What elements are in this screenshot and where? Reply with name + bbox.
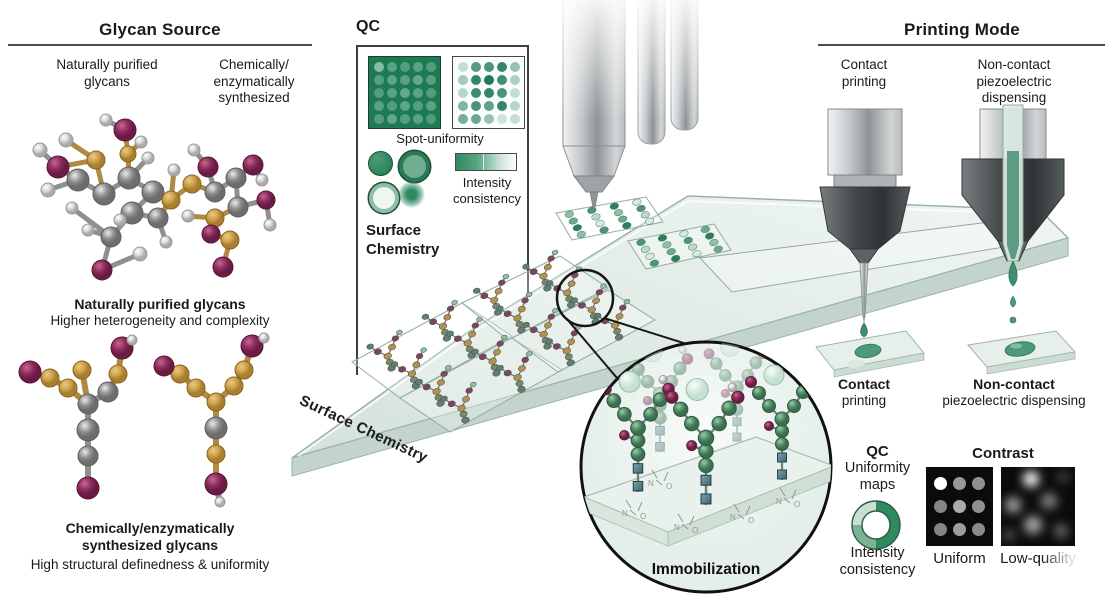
surface-chemistry-heading: Surface Chemistry — [366, 222, 440, 258]
noncontact-target-slide — [967, 330, 1076, 375]
natural-glycan-molecule-illustration — [32, 113, 277, 281]
contact-printing-label: Contact printing — [840, 57, 888, 89]
qc-box-left-border — [356, 45, 358, 375]
natural-glycans-label: Naturally purified glycans — [56, 57, 158, 89]
synthetic-caption-title: Chemically/enzymatically synthesized gly… — [65, 520, 235, 553]
diffuse-spot-icon — [398, 181, 425, 208]
natural-caption-sub: Higher heterogeneity and complexity — [50, 313, 270, 328]
printed-spot — [854, 343, 882, 359]
contact-droplet — [860, 322, 868, 338]
low-quality-label: Low-quality — [1000, 550, 1076, 567]
synthetic-caption-sub: High structural definedness & uniformity — [30, 557, 270, 572]
immobilization-inset-content: N O N O N O N O N O — [582, 342, 831, 547]
svg-text:N: N — [648, 479, 654, 488]
svg-text:N: N — [730, 513, 736, 522]
gradient-tick — [483, 154, 484, 170]
qc-output-title: QC — [866, 443, 889, 460]
svg-text:O: O — [794, 500, 800, 509]
printing-devices-illustration — [815, 104, 1076, 378]
hollow-spot-icon — [369, 183, 399, 213]
svg-text:O: O — [748, 516, 754, 525]
intensity-consistency-label: Intensity consistency — [453, 175, 521, 206]
printing-mode-title: Printing Mode — [904, 20, 1020, 39]
contact-target-slide — [815, 330, 925, 378]
uniformity-donut-icon — [851, 500, 901, 550]
uniformity-maps-label: Uniformity maps — [844, 460, 911, 493]
array-panels — [351, 196, 1024, 433]
piezo-dispenser — [961, 104, 1065, 324]
glycan-source-divider — [8, 44, 312, 46]
natural-caption-title: Naturally purified glycans — [74, 296, 246, 312]
magnifier-source-circle — [555, 268, 615, 328]
svg-text:N: N — [674, 523, 680, 532]
uniform-spot-icon — [368, 151, 393, 176]
synthetic-glycans-label: Chemically/ enzymatically synthesized — [213, 57, 295, 105]
svg-text:O: O — [666, 482, 672, 491]
magnifier-callout: N O N O N O N O N O Immobilization — [555, 268, 833, 594]
spot-grid-dark — [368, 56, 441, 129]
intensity-consistency-output-label: Intensity consistency — [839, 545, 916, 578]
glycan-source-title: Glycan Source — [99, 20, 221, 39]
noncontact-printing-label: Non-contact piezoelectric dispensing — [976, 57, 1052, 105]
contact-printer-pin — [819, 108, 911, 338]
intensity-gradient-bar — [455, 153, 517, 171]
ring-spot-icon — [399, 151, 430, 182]
spot-grid-light — [452, 56, 525, 129]
qc-box-top-border — [356, 45, 527, 47]
printing-mode-divider — [818, 44, 1105, 46]
qc-panel-title: QC — [356, 18, 380, 35]
uniform-array-image — [926, 467, 993, 546]
immobilization-label: Immobilization — [652, 561, 761, 578]
capillary-liquid — [1007, 151, 1019, 259]
svg-text:N: N — [776, 497, 782, 506]
uniform-label: Uniform — [933, 550, 986, 567]
small-droplet — [1009, 316, 1017, 324]
contact-printing-caption: Contact printing — [837, 376, 891, 408]
low-quality-array-image — [1001, 467, 1075, 546]
spot-uniformity-label: Spot-uniformity — [396, 131, 484, 146]
svg-text:O: O — [692, 526, 698, 535]
contrast-title: Contrast — [972, 445, 1034, 462]
hanging-droplet — [1008, 260, 1018, 287]
svg-text:O: O — [640, 512, 646, 521]
arrayer-pins — [550, 0, 710, 209]
svg-text:N: N — [622, 509, 628, 518]
synthetic-glycan-molecules-illustration — [18, 332, 270, 508]
noncontact-printing-caption: Non-contact piezoelectric dispensing — [942, 376, 1086, 408]
qc-box-right-border — [527, 45, 529, 297]
falling-droplet — [1010, 295, 1016, 308]
printed-glycan-spots — [366, 198, 723, 424]
